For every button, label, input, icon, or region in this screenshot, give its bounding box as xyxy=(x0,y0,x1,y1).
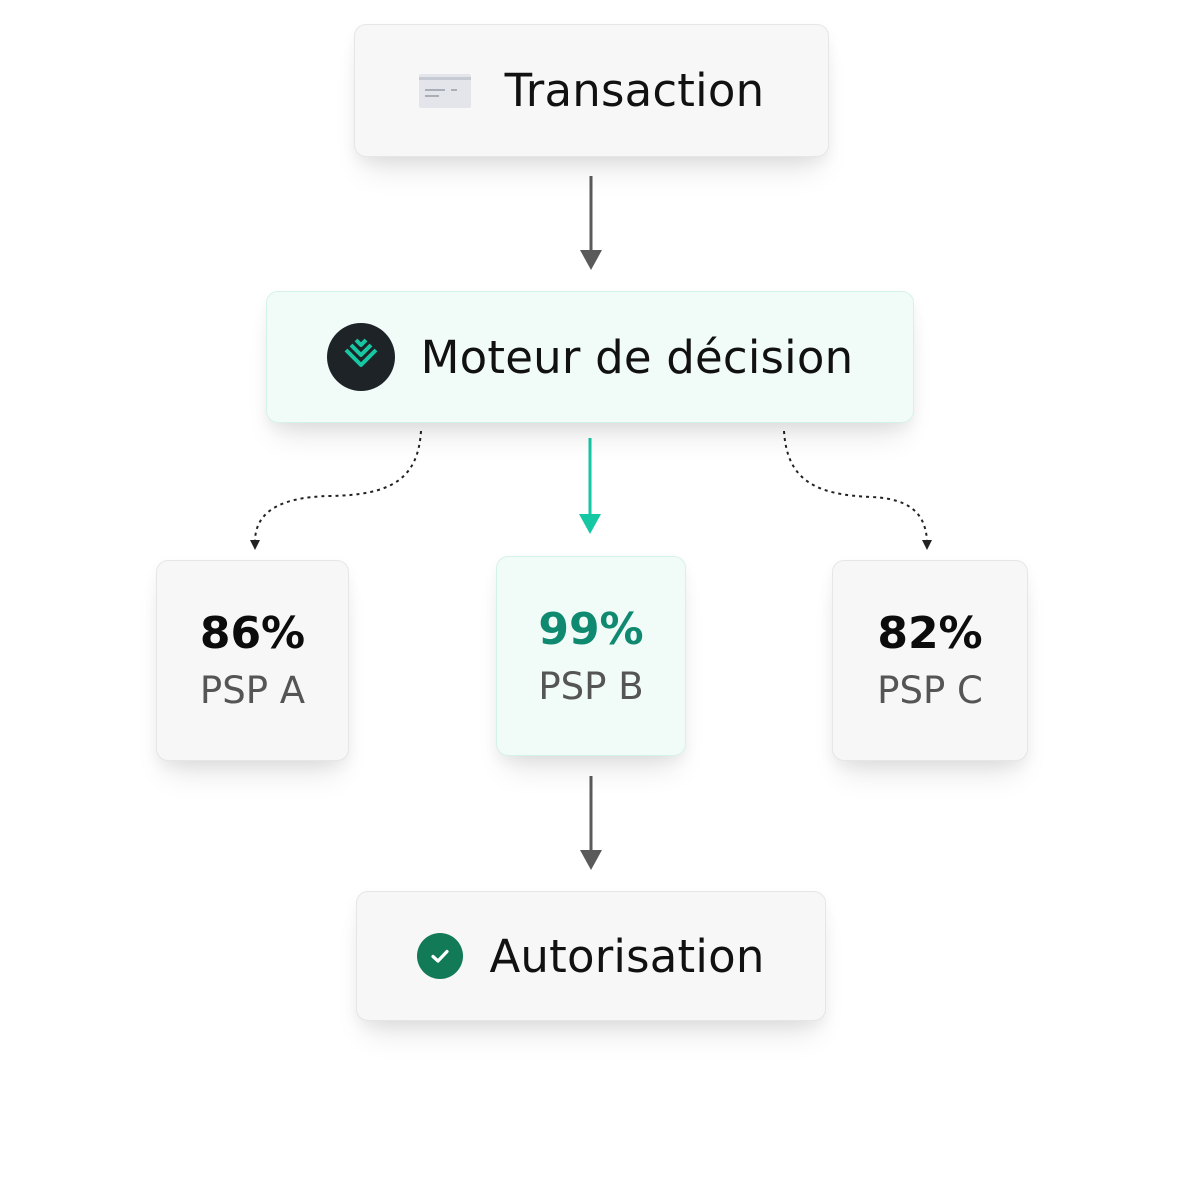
decision-engine-node: Moteur de décision xyxy=(266,291,914,423)
check-circle-icon xyxy=(417,933,464,979)
decision-engine-logo-icon xyxy=(326,323,395,391)
psp-c-rate: 82% xyxy=(877,608,983,659)
psp-b-rate: 99% xyxy=(538,603,644,655)
psp-a-rate: 86% xyxy=(199,608,306,659)
dotted-arrow-engine-to-psp-c xyxy=(783,430,932,550)
arrow-engine-to-psp-b xyxy=(579,438,601,534)
psp-a-name: PSP A xyxy=(199,669,306,712)
psp-b-node: 99% PSP B xyxy=(496,556,686,756)
arrow-psp-b-to-authorization xyxy=(580,776,602,870)
credit-card-icon xyxy=(418,73,471,108)
psp-a-node: 86% PSP A xyxy=(156,560,349,761)
authorization-label: Autorisation xyxy=(489,929,765,983)
dotted-arrow-engine-to-psp-a xyxy=(250,430,422,550)
authorization-node: Autorisation xyxy=(356,891,826,1021)
psp-c-node: 82% PSP C xyxy=(832,560,1028,761)
psp-c-name: PSP C xyxy=(877,669,983,712)
transaction-label: Transaction xyxy=(504,64,765,117)
arrow-transaction-to-engine xyxy=(580,176,602,270)
psp-b-name: PSP B xyxy=(538,664,644,708)
transaction-node: Transaction xyxy=(354,24,829,157)
decision-engine-label: Moteur de décision xyxy=(420,330,854,384)
